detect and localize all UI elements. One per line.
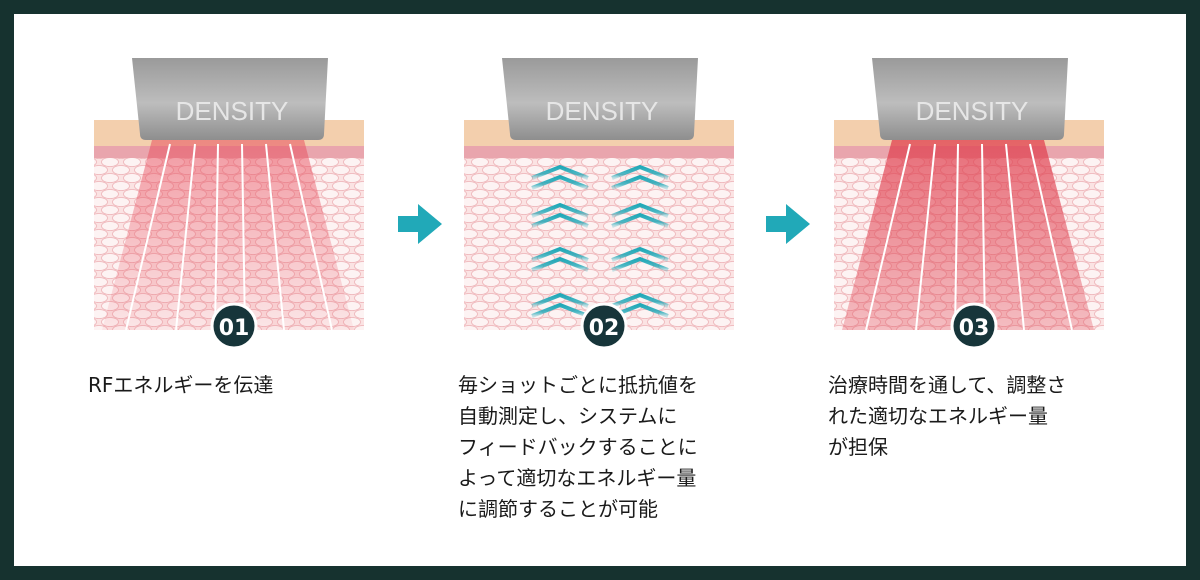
step-number-badge — [580, 302, 628, 350]
step-number: 02 — [589, 316, 620, 341]
density-probe — [132, 58, 328, 140]
step-number-badge — [950, 302, 998, 350]
step-3: DENSITY 03 治療時間を通して、調整さ れた適切なエネルギー量 が担保 — [828, 14, 1128, 566]
step-caption: 毎ショットごとに抵抗値を 自動測定し、システムに フィードバックすることに よっ… — [458, 373, 698, 521]
step-caption: RFエネルギーを伝達 — [88, 373, 274, 397]
step-1-illustration: DENSITY 01 — [94, 58, 364, 350]
probe-brand-label: DENSITY — [916, 96, 1029, 126]
step-number-badge — [210, 302, 258, 350]
rf-energy-beam — [842, 140, 1094, 330]
rf-energy-lines — [125, 143, 333, 331]
arrow-right-icon — [398, 204, 442, 244]
rf-energy-beam — [102, 140, 354, 330]
step-3-illustration: DENSITY 03 — [834, 58, 1104, 350]
probe-brand-label: DENSITY — [176, 96, 289, 126]
arrow-right-icon — [766, 204, 810, 244]
density-probe — [502, 58, 698, 140]
step-number: 03 — [959, 316, 990, 341]
density-probe — [872, 58, 1068, 140]
step-caption: 治療時間を通して、調整さ れた適切なエネルギー量 が担保 — [828, 373, 1067, 459]
step-number: 01 — [219, 316, 250, 341]
step-1: DENSITY 01 RFエネルギーを伝達 — [88, 14, 388, 566]
step-2: DENSITY 02 毎ショットごとに抵抗値を 自動測定し、システムに フィード… — [458, 14, 758, 566]
dermis-band — [464, 146, 734, 158]
step-2-illustration: DENSITY 02 — [464, 58, 734, 350]
rf-energy-lines — [865, 143, 1073, 331]
probe-brand-label: DENSITY — [546, 96, 659, 126]
diagram-panel: DENSITY 01 RFエネルギーを伝達 — [14, 14, 1186, 566]
